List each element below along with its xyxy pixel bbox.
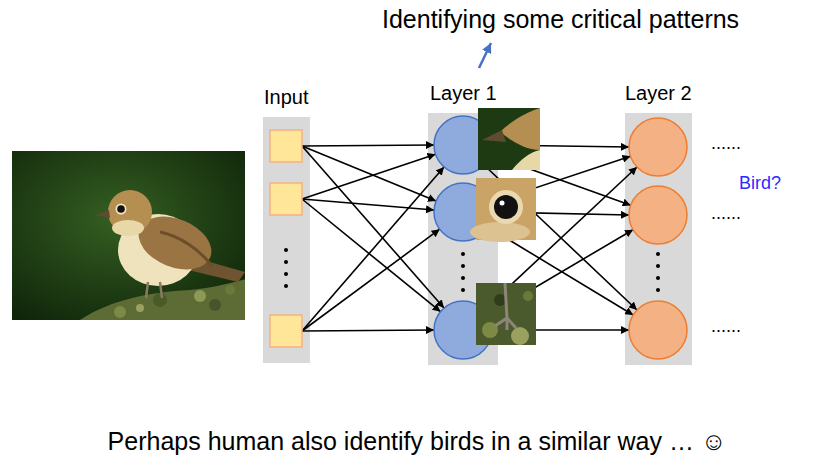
layer2-neuron	[629, 118, 687, 359]
callout-text: Identifying some critical patterns	[382, 5, 739, 33]
layer-heading: Layer 2	[625, 82, 692, 105]
eye-patch	[470, 178, 536, 242]
input-neuron	[270, 130, 302, 347]
layer-heading: Input	[264, 86, 308, 109]
layer-heading: Layer 1	[430, 82, 497, 105]
bird-photo	[12, 151, 245, 320]
output-question: Bird?	[739, 173, 781, 193]
connection-wires	[302, 145, 444, 331]
continuation-dots: ......	[711, 133, 741, 153]
continuation-dots: ......	[711, 203, 741, 223]
callout-arrow	[479, 43, 491, 68]
vertical-dots	[284, 248, 660, 292]
continuation-dots: ......	[711, 316, 741, 336]
beak-patch	[478, 108, 540, 170]
leg-patch	[476, 283, 536, 345]
caption: Perhaps human also identify birds in a s…	[108, 427, 727, 455]
